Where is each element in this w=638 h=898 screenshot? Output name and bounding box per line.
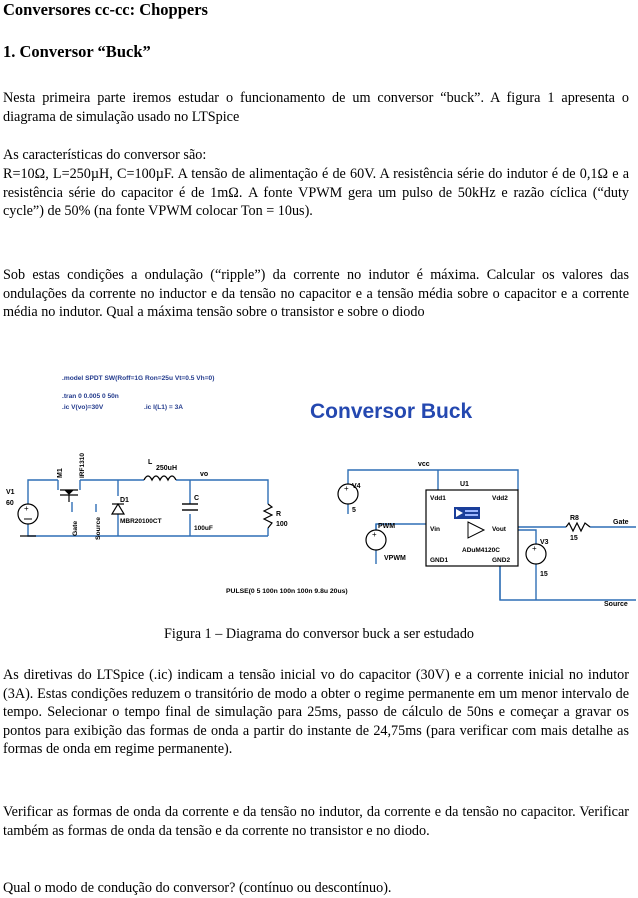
u1-vout: Vout xyxy=(492,526,507,533)
resistor-r8-symbol xyxy=(565,521,591,533)
vpwm-symbol xyxy=(365,529,387,551)
paragraph-question: Qual o modo de condução do conversor? (c… xyxy=(3,880,392,896)
v1-plus: + xyxy=(24,504,29,513)
schematic-banner: Conversor Buck xyxy=(310,400,473,423)
v3-plus: + xyxy=(532,544,537,553)
paragraph-waveforms: Verificar as formas de onda da corrente … xyxy=(3,804,629,839)
u1-vdd2: Vdd2 xyxy=(492,495,508,502)
v3-name: V3 xyxy=(540,539,549,546)
u1-gnd2: GND2 xyxy=(492,557,510,564)
v3-value: 15 xyxy=(540,571,548,578)
gate-out-label: Gate xyxy=(613,519,629,526)
c-value: 100uF xyxy=(194,525,213,532)
paragraph-ripple: Sob estas condições a ondulação (“ripple… xyxy=(3,267,629,321)
page-title: Conversores cc-cc: Choppers xyxy=(3,0,208,19)
l-value: 250uH xyxy=(156,465,177,472)
paragraph-directives: As diretivas do LTSpice (.ic) indicam a … xyxy=(3,667,629,758)
v1-symbol xyxy=(17,503,39,525)
v1-value: 60 xyxy=(6,500,14,507)
vpwm-label: VPWM xyxy=(384,555,406,562)
figure-caption: Figura 1 – Diagrama do conversor buck a … xyxy=(163,626,475,642)
inductor-symbol xyxy=(143,475,177,482)
directive-model: .model SPDT SW(Roff=1G Ron=25u Vt=0.5 Vh… xyxy=(62,375,214,382)
u1-name: U1 xyxy=(460,481,469,488)
directive-ic-l: .ic I(L1) = 3A xyxy=(144,404,183,411)
r8-value: 15 xyxy=(570,535,578,542)
u1-vdd1: Vdd1 xyxy=(430,495,446,502)
pulse-spec: PULSE(0 5 100n 100n 100n 9.8u 20us) xyxy=(226,588,348,595)
u1-vin: Vin xyxy=(430,526,440,533)
capacitor-symbol xyxy=(182,503,198,511)
v4-symbol xyxy=(337,483,359,505)
l-name: L xyxy=(148,459,153,466)
vo-label: vo xyxy=(200,471,208,478)
u1-buffer-symbol xyxy=(467,521,486,539)
vcc-label: vcc xyxy=(418,461,430,468)
c-name: C xyxy=(194,495,199,502)
m1-part: IRF1310 xyxy=(79,453,86,478)
source-label: Source xyxy=(95,517,102,540)
d1-name: D1 xyxy=(120,497,129,504)
directive-ic-vo: .ic V(vo)=30V xyxy=(62,404,104,411)
paragraph-intro: Nesta primeira parte iremos estudar o fu… xyxy=(3,90,629,125)
gate-label: Gate xyxy=(72,521,79,536)
section-heading: 1. Conversor “Buck” xyxy=(3,42,151,61)
v4-name: V4 xyxy=(352,483,361,490)
v4-value: 5 xyxy=(352,507,356,514)
vpwm-plus: + xyxy=(372,530,377,539)
source-out-label: Source xyxy=(604,601,628,608)
resistor-r-symbol xyxy=(262,503,274,529)
directive-tran: .tran 0 0.005 0 50n xyxy=(62,393,119,400)
analog-devices-logo xyxy=(454,507,480,519)
power-stage-wires xyxy=(27,479,269,537)
r8-name: R8 xyxy=(570,515,579,522)
diode-d1-symbol xyxy=(110,502,126,515)
u1-gnd1: GND1 xyxy=(430,557,448,564)
v3-symbol xyxy=(525,543,547,565)
v1-name: V1 xyxy=(6,489,15,496)
m1-name: M1 xyxy=(57,468,64,478)
paragraph-characteristics-head: As características do conversor são: xyxy=(3,147,207,163)
pwm-label: PWM xyxy=(378,523,395,530)
u1-part: ADuM4120C xyxy=(462,547,500,554)
mosfet-m1-symbol xyxy=(60,489,78,502)
paragraph-characteristics: R=10Ω, L=250µH, C=100µF. A tensão de ali… xyxy=(3,166,629,220)
d1-part: MBR20100CT xyxy=(120,518,162,525)
r-value: 100 xyxy=(276,521,288,528)
circuit-schematic: .model SPDT SW(Roff=1G Ron=25u Vt=0.5 Vh… xyxy=(6,375,636,608)
r-name: R xyxy=(276,511,281,518)
v4-plus: + xyxy=(344,484,349,493)
u1-box xyxy=(425,489,519,567)
